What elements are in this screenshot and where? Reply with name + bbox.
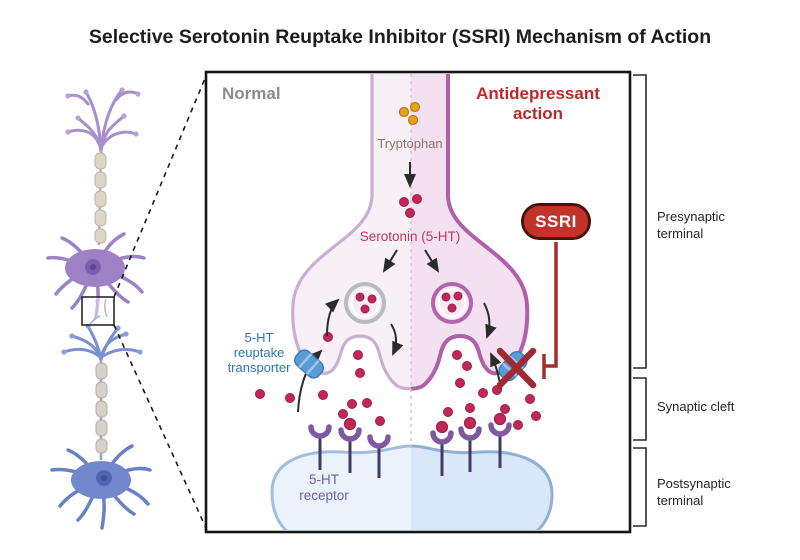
vesicle-normal (344, 282, 386, 324)
tryptophan-dots (398, 101, 421, 126)
zoom-box (81, 296, 115, 326)
synaptic-cleft-bracket (633, 377, 647, 441)
right-release-arrow (483, 302, 497, 339)
region-brackets (633, 74, 647, 527)
presynaptic-bracket (633, 74, 647, 369)
serotonin-dots (255, 194, 541, 430)
purple-myelin (94, 152, 107, 244)
postsynaptic-bracket (633, 447, 647, 527)
purple-terminal-tips (65, 87, 141, 137)
blue-myelin (95, 362, 108, 454)
receptor-stems (318, 432, 502, 478)
to-right-vesicle-arrow (424, 249, 440, 273)
blue-dendrite-tuft (62, 324, 142, 362)
reuptake-transporter-left-icon (293, 349, 325, 379)
receptor-cups (308, 422, 512, 449)
receptors (308, 412, 512, 478)
ssri-badge: SSRI (521, 203, 591, 240)
bound-serotonin-dots (343, 412, 507, 434)
left-recycle-arrow (325, 298, 340, 337)
ssri-badge-label: SSRI (535, 211, 577, 231)
blue-neuron (50, 323, 152, 530)
postsynaptic-terminal-left (270, 444, 411, 530)
purple-neuron-terminals (66, 88, 140, 154)
callout-dashed-lines (113, 75, 207, 529)
left-reuptake-arrow (297, 349, 323, 413)
to-left-vesicle-arrow (382, 249, 398, 273)
purple-neuron (46, 87, 146, 318)
postsynaptic-terminal-right (411, 444, 554, 530)
vesicle-antidepressant (431, 282, 473, 324)
left-release-arrow (390, 323, 404, 356)
ssri-inhibition-line (542, 242, 558, 379)
block-x-icon (496, 347, 537, 389)
